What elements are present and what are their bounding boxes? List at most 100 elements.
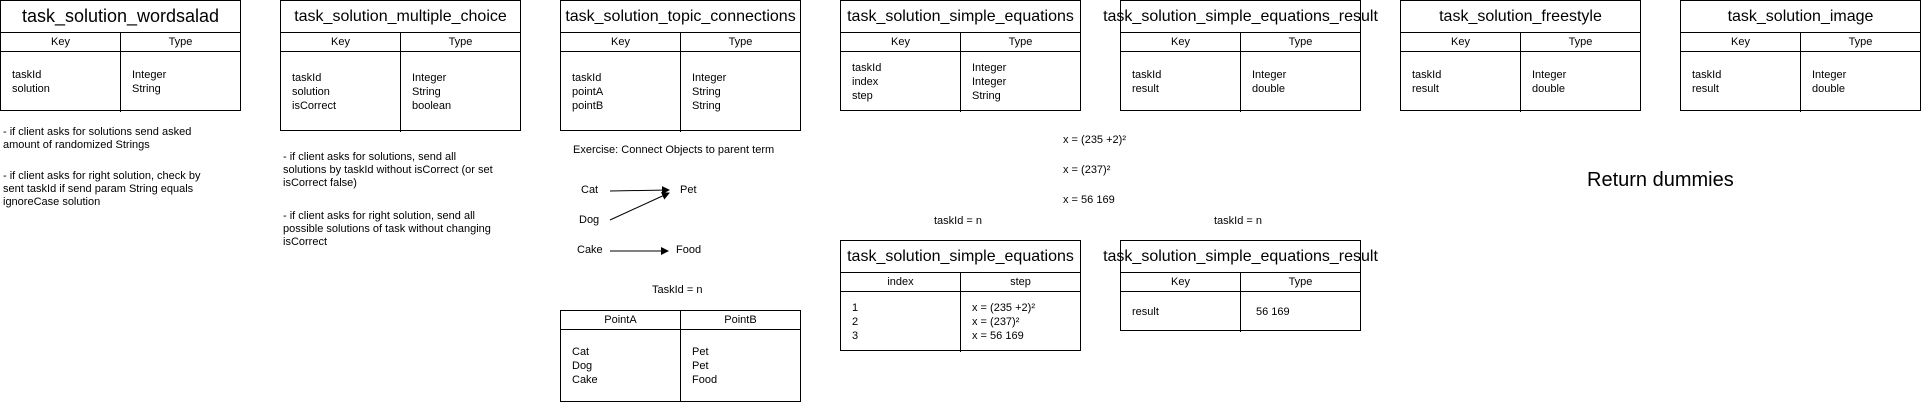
point-a-cell: Cake	[572, 374, 598, 386]
note-line: sent taskId if send param String equals	[3, 183, 194, 195]
key-column: taskId solution	[1, 52, 121, 112]
table-title: task_solution_freestyle	[1401, 1, 1640, 33]
equation-line: x = 56 169	[1063, 194, 1115, 206]
header-type: Type	[1568, 36, 1593, 48]
point-b-column: Pet Pet Food	[681, 330, 800, 402]
table-title: task_solution_image	[1681, 1, 1920, 33]
key-cell: taskId	[292, 72, 322, 84]
type-cell: String	[692, 100, 721, 112]
table-title: task_solution_simple_equations_result	[1103, 1, 1378, 33]
table-header: Key Type	[1121, 273, 1360, 292]
note-line: - if client asks for solutions, send all	[283, 151, 457, 163]
table-title: task_solution_simple_equations	[841, 241, 1080, 273]
type-cell: String	[412, 86, 441, 98]
type-column: Integer double	[1241, 52, 1360, 112]
note-line: - if client asks for solutions send aske…	[3, 126, 192, 138]
key-column: taskId result	[1401, 52, 1521, 112]
type-cell: Integer	[412, 72, 447, 84]
type-cell: String	[132, 83, 161, 95]
key-cell: isCorrect	[292, 100, 337, 112]
table-simple-equations: task_solution_simple_equations Key Type …	[840, 0, 1081, 112]
type-column: Integer double	[1521, 52, 1640, 112]
type-column: Integer String	[121, 52, 240, 112]
key-column: taskId solution isCorrect	[281, 52, 401, 132]
type-column: Integer String boolean	[401, 52, 520, 132]
arrow-dog-pet	[609, 192, 670, 221]
table-title: task_solution_multiple_choice	[281, 1, 520, 33]
exercise-title: Exercise: Connect Objects to parent term	[573, 144, 775, 156]
key-column: taskId pointA pointB	[561, 52, 681, 132]
equation-line: x = (237)²	[1063, 164, 1111, 176]
table-header: Key Type	[561, 33, 800, 52]
table-header: Key Type	[1681, 33, 1920, 52]
key-cell: taskId	[852, 62, 882, 74]
table-wordsalad: task_solution_wordsalad Key Type taskId …	[0, 0, 241, 112]
table-header: Key Type	[1, 33, 240, 52]
point-a-cell: Dog	[572, 360, 593, 372]
header-type: Type	[1008, 36, 1033, 48]
exercise-task-id: TaskId = n	[652, 284, 703, 296]
type-column: Integer Integer String	[961, 52, 1080, 112]
key-cell: taskId	[572, 72, 602, 84]
header-key: Key	[1121, 273, 1241, 291]
task-id-label: taskId = n	[934, 215, 983, 227]
table-topic-connections: task_solution_topic_connections Key Type…	[560, 0, 801, 132]
exercise-left-item: Cake	[577, 244, 603, 256]
key-cell: result	[1692, 83, 1719, 95]
type-column: Integer String String	[681, 52, 800, 132]
key-column: taskId index step	[841, 52, 961, 112]
table-header: PointA PointB	[561, 311, 800, 330]
step-cell: x = (237)²	[972, 316, 1020, 328]
header-key: Key	[1121, 33, 1241, 51]
header-point-b: PointB	[724, 314, 757, 326]
index-cell: 2	[852, 316, 859, 328]
point-b-cell: Food	[692, 374, 718, 386]
header-key: Key	[1401, 33, 1521, 51]
table-equations-example: task_solution_simple_equations index ste…	[840, 240, 1081, 352]
table-multiple-choice: task_solution_multiple_choice Key Type t…	[280, 0, 521, 132]
key-cell: result	[1132, 306, 1159, 318]
header-type: Type	[168, 36, 193, 48]
header-type: Type	[1848, 36, 1873, 48]
note-line: amount of randomized Strings	[3, 139, 150, 151]
table-title: task_solution_simple_equations	[841, 1, 1080, 33]
type-cell: Integer	[692, 72, 727, 84]
type-column: Integer double	[1801, 52, 1920, 112]
header-index: index	[841, 273, 961, 291]
type-cell: Integer	[1532, 69, 1567, 81]
table-header: index step	[841, 273, 1080, 292]
index-cell: 3	[852, 330, 859, 342]
key-cell: index	[852, 76, 879, 88]
point-b-cell: Pet	[692, 360, 709, 372]
table-header: Key Type	[1121, 33, 1360, 52]
table-image: task_solution_image Key Type taskId resu…	[1680, 0, 1921, 112]
key-cell: solution	[292, 86, 330, 98]
note-line: - if client asks for right solution, che…	[3, 170, 201, 182]
header-point-a: PointA	[561, 311, 681, 329]
step-cell: x = (235 +2)²	[972, 302, 1035, 314]
point-a-column: Cat Dog Cake	[561, 330, 681, 402]
type-cell: boolean	[412, 100, 452, 112]
multiple-choice-note-2: - if client asks for right solution, sen…	[283, 210, 491, 249]
key-cell: pointB	[572, 100, 604, 112]
exercise-right-item: Food	[676, 244, 702, 256]
type-cell: Integer	[1812, 69, 1847, 81]
header-type: Type	[1288, 276, 1313, 288]
key-cell: taskId	[12, 69, 42, 81]
header-type: Type	[448, 36, 473, 48]
header-key: Key	[281, 33, 401, 51]
type-cell: Integer	[132, 69, 167, 81]
return-dummies-label: Return dummies	[1587, 169, 1734, 191]
type-cell: String	[972, 90, 1001, 102]
note-line: - if client asks for right solution, sen…	[283, 210, 475, 222]
table-header: Key Type	[281, 33, 520, 52]
point-b-cell: Pet	[692, 346, 709, 358]
table-title: task_solution_simple_equations_result	[1103, 241, 1378, 273]
equation-line: x = (235 +2)²	[1063, 134, 1126, 146]
key-column: taskId result	[1121, 52, 1241, 112]
index-cell: 1	[852, 302, 859, 314]
key-cell: step	[852, 90, 873, 102]
type-cell: double	[1252, 83, 1286, 95]
index-column: 1 2 3	[841, 292, 961, 352]
